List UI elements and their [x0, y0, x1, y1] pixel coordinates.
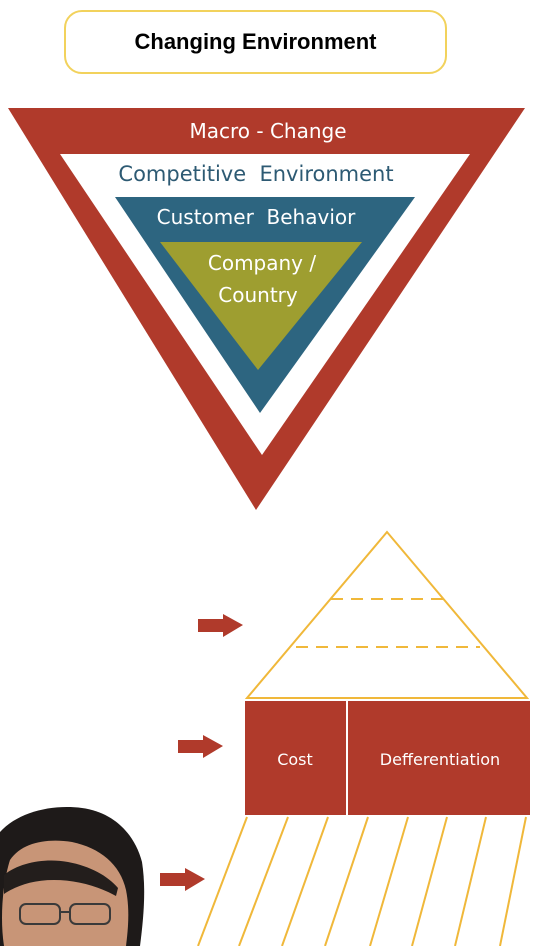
differentiation-label: Defferentiation — [380, 750, 500, 769]
pillar-line — [324, 816, 369, 946]
pillar-line — [499, 816, 527, 946]
company-country-label-line2: Country — [218, 283, 298, 307]
pillar-line — [369, 816, 409, 946]
company-country-layer — [160, 242, 362, 370]
competitive-environment-label: Competitive Environment — [118, 162, 393, 186]
title-box: Changing Environment — [64, 10, 447, 74]
page-title: Changing Environment — [134, 29, 377, 54]
pillar-line — [197, 816, 248, 946]
differentiation-block — [348, 701, 530, 815]
pillar-line — [238, 816, 289, 946]
cost-block — [245, 701, 346, 815]
macro-change-label: Macro - Change — [189, 119, 346, 143]
arrow-right-icon — [160, 868, 205, 891]
company-country-label-line1: Company / — [208, 251, 317, 275]
arrow-right-icon — [178, 735, 223, 758]
pillar-line — [411, 816, 448, 946]
cost-label: Cost — [277, 750, 313, 769]
arrow-right-icon — [198, 614, 243, 637]
foundation-pillars — [197, 816, 527, 946]
pillar-line — [281, 816, 329, 946]
person-portrait — [0, 807, 145, 946]
roof-triangle — [244, 530, 530, 699]
pillar-line — [454, 816, 487, 946]
customer-behavior-label: Customer Behavior — [157, 205, 356, 229]
